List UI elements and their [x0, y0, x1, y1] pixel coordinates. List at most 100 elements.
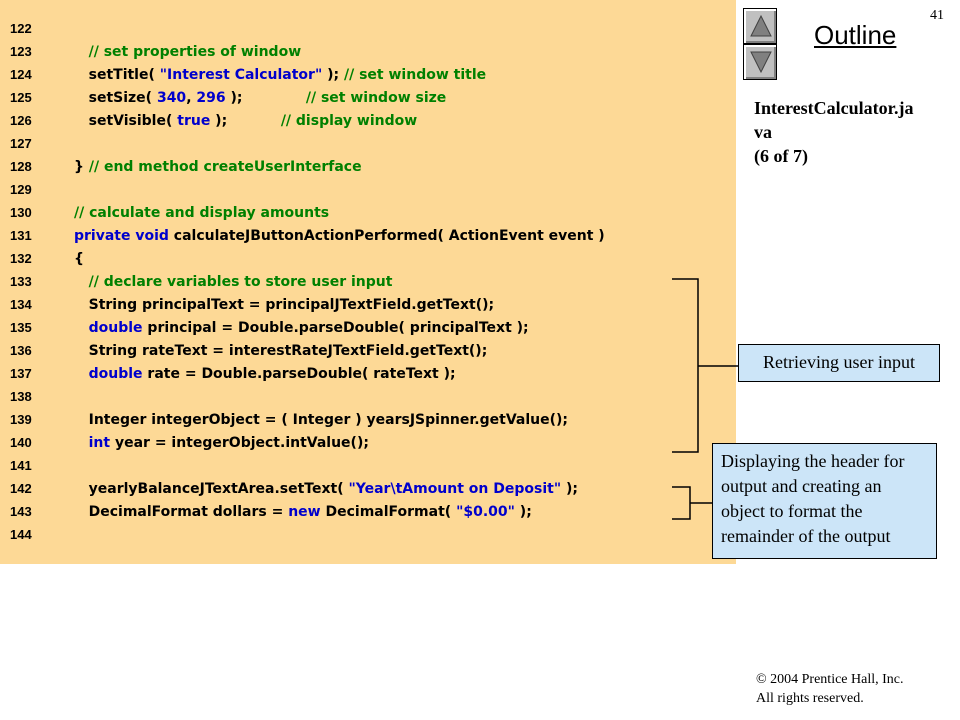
code-token: year = integerObject.intValue(); — [110, 435, 369, 451]
code-line: 138 — [0, 386, 736, 408]
code-token: DecimalFormat dollars = — [74, 504, 289, 520]
code-line: 125 setSize( 340, 296 ); // set window s… — [0, 87, 736, 109]
file-title-line: va — [754, 122, 772, 142]
code-token: setSize( — [74, 90, 157, 106]
code-token: ); — [322, 67, 344, 83]
code-text: setSize( 340, 296 ); // set window size — [74, 87, 447, 109]
code-token: calculateJButtonActionPerformed( ActionE… — [168, 228, 605, 244]
code-line: 132 { — [0, 248, 736, 270]
code-token: "$0.00" — [456, 504, 515, 520]
code-token: "Year\tAmount on Deposit" — [348, 481, 562, 497]
line-number: 124 — [10, 67, 32, 82]
line-number: 143 — [10, 504, 32, 519]
code-line: 144 — [0, 524, 736, 546]
code-token: setVisible( — [74, 113, 178, 129]
line-number: 130 — [10, 205, 32, 220]
line-number: 139 — [10, 412, 32, 427]
code-token: ); — [514, 504, 532, 520]
code-text: // set properties of window — [74, 41, 302, 63]
slide-number: 41 — [930, 8, 944, 23]
code-line: 137 double rate = Double.parseDouble( ra… — [0, 363, 736, 385]
line-number: 140 — [10, 435, 32, 450]
code-line: 122 — [0, 18, 736, 40]
line-number: 132 — [10, 251, 32, 266]
code-text: DecimalFormat dollars = new DecimalForma… — [74, 501, 532, 523]
code-token: rate = Double.parseDouble( rateText ); — [142, 366, 456, 382]
triangle-up-icon — [750, 15, 772, 37]
code-token: } — [74, 159, 89, 175]
file-title-line: InterestCalculator.ja — [754, 98, 914, 118]
code-text: String principalText = principalJTextFie… — [74, 294, 494, 316]
code-token: double — [74, 320, 143, 336]
outline-link[interactable]: Outline — [814, 20, 897, 50]
code-text: String rateText = interestRateJTextField… — [74, 340, 488, 362]
code-token: ); — [225, 90, 306, 106]
line-number: 144 — [10, 527, 32, 542]
line-number: 134 — [10, 297, 32, 312]
code-line: 142 yearlyBalanceJTextArea.setText( "Yea… — [0, 478, 736, 500]
code-text: private void calculateJButtonActionPerfo… — [74, 225, 605, 247]
code-token: String rateText = interestRateJTextField… — [74, 343, 488, 359]
file-title-part: (6 of 7) — [754, 146, 808, 166]
code-text: double rate = Double.parseDouble( rateTe… — [74, 363, 456, 385]
line-number: 122 — [10, 21, 32, 36]
line-number: 141 — [10, 458, 32, 473]
code-token: int — [74, 435, 111, 451]
copyright-footer: © 2004 Prentice Hall, Inc. All rights re… — [756, 670, 904, 708]
code-token: DecimalFormat( — [320, 504, 457, 520]
line-number: 133 — [10, 274, 32, 289]
code-line: 141 — [0, 455, 736, 477]
code-line: 128} // end method createUserInterface — [0, 156, 736, 178]
code-token: private void — [74, 228, 169, 244]
copyright-line: © 2004 Prentice Hall, Inc. — [756, 672, 904, 687]
line-number: 135 — [10, 320, 32, 335]
code-token: // calculate and display amounts — [74, 205, 330, 221]
callout-displaying-header: Displaying the header for output and cre… — [712, 443, 937, 559]
line-number: 131 — [10, 228, 32, 243]
line-number: 129 — [10, 182, 32, 197]
code-token: 340 — [156, 90, 187, 106]
code-text: // calculate and display amounts — [74, 202, 329, 224]
callout-retrieving-user-input: Retrieving user input — [738, 344, 940, 382]
code-text: { — [74, 248, 84, 270]
code-line: 133 // declare variables to store user i… — [0, 271, 736, 293]
code-line: 143 DecimalFormat dollars = new DecimalF… — [0, 501, 736, 523]
code-token: , — [186, 90, 197, 106]
code-line: 131 private void calculateJButtonActionPe… — [0, 225, 736, 247]
code-line: 124 setTitle( "Interest Calculator" ); /… — [0, 64, 736, 86]
code-line: 127 — [0, 133, 736, 155]
code-token: ); — [210, 113, 281, 129]
next-slide-button[interactable] — [743, 44, 777, 80]
code-line: 140 int year = integerObject.intValue(); — [0, 432, 736, 454]
line-number: 136 — [10, 343, 32, 358]
code-token: setTitle( — [74, 67, 160, 83]
code-text: setVisible( true ); // display window — [74, 110, 418, 132]
code-token: yearlyBalanceJTextArea.setText( — [74, 481, 349, 497]
code-text: yearlyBalanceJTextArea.setText( "Year\tA… — [74, 478, 578, 500]
code-line: 130 // calculate and display amounts — [0, 202, 736, 224]
code-text: setTitle( "Interest Calculator" ); // se… — [74, 64, 487, 86]
code-text: // declare variables to store user input — [74, 271, 393, 293]
rights-line: All rights reserved. — [756, 691, 864, 706]
code-token: // set window size — [305, 90, 447, 106]
file-title: InterestCalculator.ja va (6 of 7) — [754, 96, 954, 168]
code-token: true — [177, 113, 211, 129]
previous-slide-button[interactable] — [743, 8, 777, 44]
code-line: 139 Integer integerObject = ( Integer ) … — [0, 409, 736, 431]
code-token: // declare variables to store user input — [74, 274, 393, 290]
code-line: 134 String principalText = principalJTex… — [0, 294, 736, 316]
code-text: double principal = Double.parseDouble( p… — [74, 317, 529, 339]
code-token: { — [74, 251, 84, 267]
code-token: String principalText = principalJTextFie… — [74, 297, 495, 313]
code-token: // set window title — [344, 67, 487, 83]
code-text: } // end method createUserInterface — [74, 156, 362, 178]
code-text: int year = integerObject.intValue(); — [74, 432, 369, 454]
line-number: 127 — [10, 136, 32, 151]
line-number: 126 — [10, 113, 32, 128]
code-token: double — [74, 366, 143, 382]
line-number: 137 — [10, 366, 32, 381]
code-token: // display window — [280, 113, 418, 129]
line-number: 138 — [10, 389, 32, 404]
